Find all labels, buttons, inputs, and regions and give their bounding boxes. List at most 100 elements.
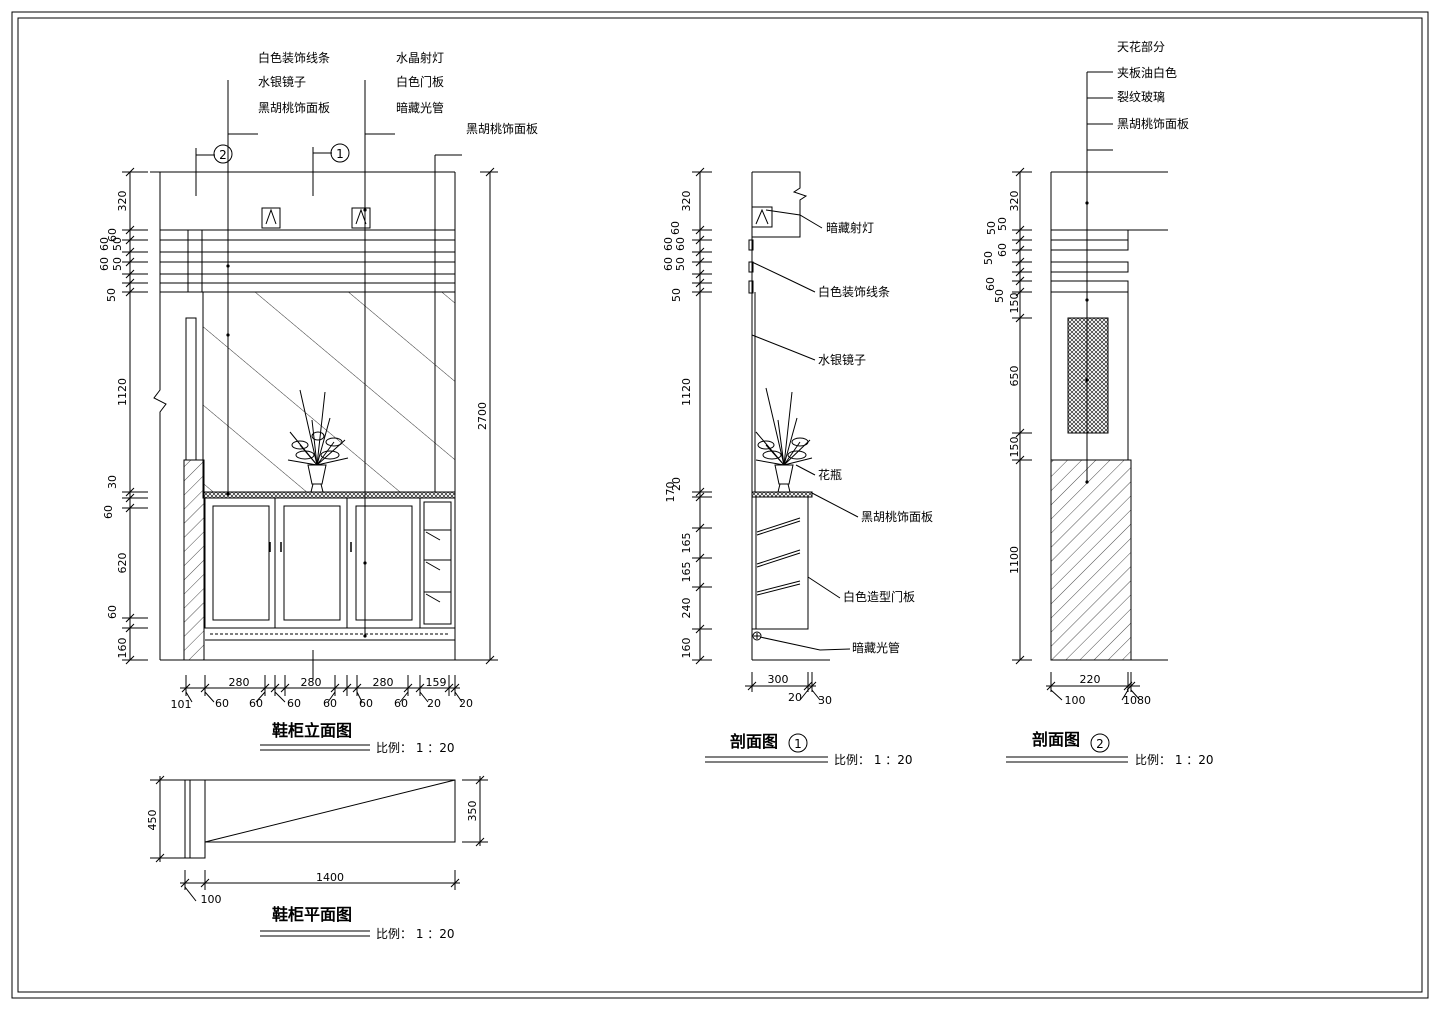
section-mark-1 [788, 733, 808, 753]
plan-view: 450 350 1400 100 鞋柜平面图 比例： 1 ：20 [146, 775, 488, 941]
svg-text:160: 160 [680, 638, 693, 659]
svg-text:1: 1 [794, 737, 802, 751]
callout-label: 花瓶 [818, 467, 842, 482]
outer-frame [11, 11, 1429, 999]
spotlight-icon [261, 207, 281, 229]
svg-text:320: 320 [116, 191, 129, 212]
svg-text:30: 30 [106, 475, 119, 489]
svg-text:165: 165 [680, 533, 693, 554]
callout-label: 白色装饰线条 [818, 284, 890, 299]
view-title: 鞋柜平面图 [272, 905, 352, 924]
svg-text:30: 30 [818, 694, 832, 707]
svg-text:2: 2 [1096, 737, 1104, 751]
scale-label: 比例： 1 ：20 [376, 927, 455, 941]
svg-text:50: 50 [674, 257, 687, 271]
svg-text:50: 50 [111, 237, 124, 251]
svg-text:350: 350 [466, 801, 479, 822]
svg-text:650: 650 [1008, 366, 1021, 387]
callout-label: 水银镜子 [818, 352, 866, 367]
view-title: 剖面图 [1032, 730, 1080, 749]
svg-text:60: 60 [662, 257, 675, 271]
callout-label: 黑胡桃饰面板 [258, 100, 330, 115]
svg-text:50: 50 [982, 251, 995, 265]
svg-text:280: 280 [229, 676, 250, 689]
svg-text:50: 50 [985, 221, 998, 235]
svg-text:60: 60 [287, 697, 301, 710]
section-1-view: 暗藏射灯 白色装饰线条 水银镜子 花瓶 黑胡桃饰面板 白色造型门板 暗藏光管 3… [662, 167, 933, 767]
svg-text:280: 280 [373, 676, 394, 689]
svg-text:100: 100 [1065, 694, 1086, 707]
svg-text:60: 60 [102, 505, 115, 519]
svg-text:60: 60 [996, 243, 1009, 257]
svg-text:320: 320 [1008, 191, 1021, 212]
callout-label: 水晶射灯 [396, 50, 444, 65]
callout-label: 天花部分 [1117, 39, 1165, 54]
svg-text:20: 20 [459, 697, 473, 710]
svg-text:20: 20 [427, 697, 441, 710]
view-title: 鞋柜立面图 [272, 721, 352, 740]
svg-text:50: 50 [996, 217, 1009, 231]
svg-text:2700: 2700 [476, 402, 489, 430]
plant-vase-icon [287, 389, 349, 493]
inner-frame [17, 17, 1423, 993]
callout-label: 暗藏射灯 [826, 220, 874, 235]
svg-text:20: 20 [788, 691, 802, 704]
svg-text:170: 170 [664, 482, 677, 503]
svg-text:60: 60 [98, 237, 111, 251]
section-mark-1 [330, 143, 350, 163]
svg-text:50: 50 [670, 288, 683, 302]
svg-text:20: 20 [670, 477, 683, 491]
svg-text:620: 620 [116, 553, 129, 574]
svg-text:101: 101 [171, 698, 192, 711]
cabinet-door [212, 505, 270, 621]
side-panel [183, 459, 205, 661]
svg-text:280: 280 [301, 676, 322, 689]
scale-label: 比例： 1 ：20 [376, 741, 455, 755]
svg-text:1120: 1120 [680, 378, 693, 406]
svg-text:60: 60 [106, 228, 119, 242]
svg-text:60: 60 [394, 697, 408, 710]
svg-text:150: 150 [1008, 437, 1021, 458]
scale-label: 比例： 1 ：20 [834, 753, 913, 767]
callout-label: 白色装饰线条 [258, 50, 330, 65]
callout-label: 水银镜子 [258, 74, 306, 89]
cabinet-door [355, 505, 413, 621]
svg-text:220: 220 [1080, 673, 1101, 686]
callout-label: 裂纹玻璃 [1117, 90, 1165, 104]
cabinet-panel [1050, 459, 1132, 661]
svg-text:50: 50 [111, 257, 124, 271]
svg-text:60: 60 [674, 237, 687, 251]
svg-text:1100: 1100 [1008, 546, 1021, 574]
spotlight-icon [351, 207, 371, 229]
svg-text:1120: 1120 [116, 378, 129, 406]
svg-text:80: 80 [1137, 694, 1151, 707]
svg-text:150: 150 [1008, 293, 1021, 314]
scale-label: 比例： 1 ：20 [1135, 753, 1214, 767]
callout-label: 黑胡桃饰面板 [861, 509, 933, 524]
glass-panel [1067, 317, 1109, 434]
callout-label: 暗藏光管 [396, 100, 444, 115]
callout-label: 暗藏光管 [852, 640, 900, 655]
svg-text:60: 60 [98, 257, 111, 271]
callout-label: 白色造型门板 [843, 589, 915, 604]
section-2-view: 天花部分 夹板油白色 裂纹玻璃 黑胡桃饰面板 320 50 50 60 50 6… [982, 39, 1214, 767]
open-shelf [419, 497, 456, 629]
callout-label: 黑胡桃饰面板 [466, 121, 538, 136]
callout-label: 夹板油白色 [1117, 65, 1177, 80]
svg-text:50: 50 [105, 288, 118, 302]
svg-text:60: 60 [249, 697, 263, 710]
plant-vase-icon [755, 387, 813, 493]
callout-label: 白色门板 [396, 74, 444, 89]
spotlight-icon [751, 206, 773, 228]
callout-label: 黑胡桃饰面板 [1117, 116, 1189, 131]
svg-text:450: 450 [146, 810, 159, 831]
svg-text:60: 60 [984, 277, 997, 291]
light-tube-icon [752, 631, 762, 641]
svg-text:165: 165 [680, 562, 693, 583]
cabinet-door [283, 505, 341, 621]
svg-text:240: 240 [680, 598, 693, 619]
svg-text:60: 60 [215, 697, 229, 710]
svg-text:320: 320 [680, 191, 693, 212]
svg-text:60: 60 [662, 237, 675, 251]
